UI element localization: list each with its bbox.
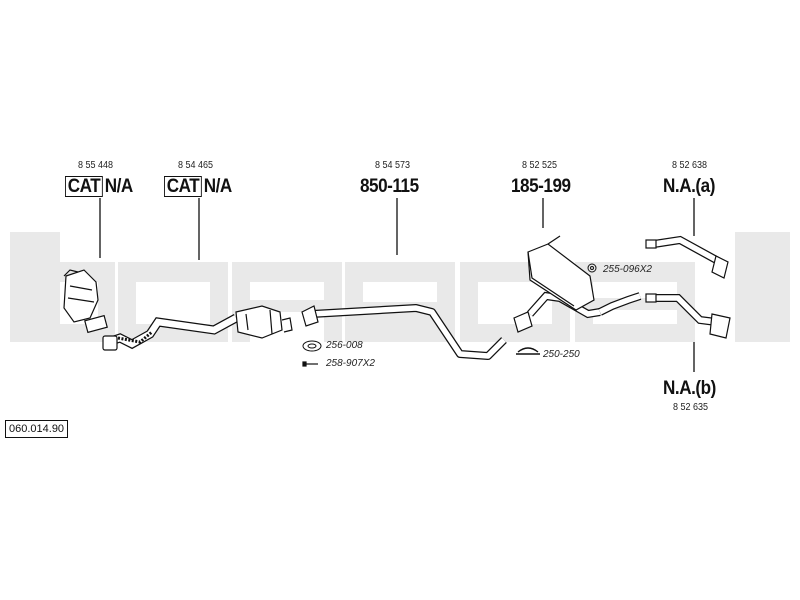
- fitment-value: 850-115: [360, 176, 419, 197]
- part-number-label: 8 52 525: [521, 160, 557, 171]
- tail-pipe-b-part[interactable]: [645, 293, 731, 339]
- accessory-ref-label: 256-008: [326, 340, 363, 351]
- catalyst-part[interactable]: [102, 305, 293, 351]
- cat-badge: CAT: [65, 176, 103, 197]
- diagram-id-box: 060.014.90: [5, 420, 69, 438]
- fitment-value: N.A.(a): [663, 176, 715, 197]
- part-number-label: 8 52 635: [672, 402, 708, 413]
- u-clamp-icon: [516, 347, 540, 355]
- part-number-label: 8 54 465: [177, 160, 213, 171]
- clamp-ring-icon: [587, 263, 597, 273]
- bolt-icon: [302, 361, 318, 367]
- accessory-ref-label: 250-250: [543, 349, 580, 360]
- fitment-value: N.A.(b): [663, 378, 716, 399]
- rear-silencer-part[interactable]: [513, 235, 642, 333]
- gasket-icon: [302, 340, 322, 352]
- middle-pipe-part[interactable]: [301, 304, 507, 360]
- part-number-label: 8 55 448: [77, 160, 113, 171]
- fitment-value: N/A: [203, 176, 233, 197]
- watermark-text: bosal: [10, 586, 13, 587]
- accessory-ref-label: 255-096X2: [603, 264, 652, 275]
- leader-lines: [99, 198, 695, 372]
- tail-pipe-a-part[interactable]: [645, 235, 729, 279]
- front-catalyst-part[interactable]: [63, 269, 108, 334]
- fitment-value: N/A: [104, 176, 134, 197]
- accessory-ref-label: 258-907X2: [326, 358, 375, 369]
- part-number-label: 8 52 638: [671, 160, 707, 171]
- cat-badge: CAT: [164, 176, 202, 197]
- part-number-label: 8 54 573: [374, 160, 410, 171]
- fitment-value: 185-199: [511, 176, 571, 197]
